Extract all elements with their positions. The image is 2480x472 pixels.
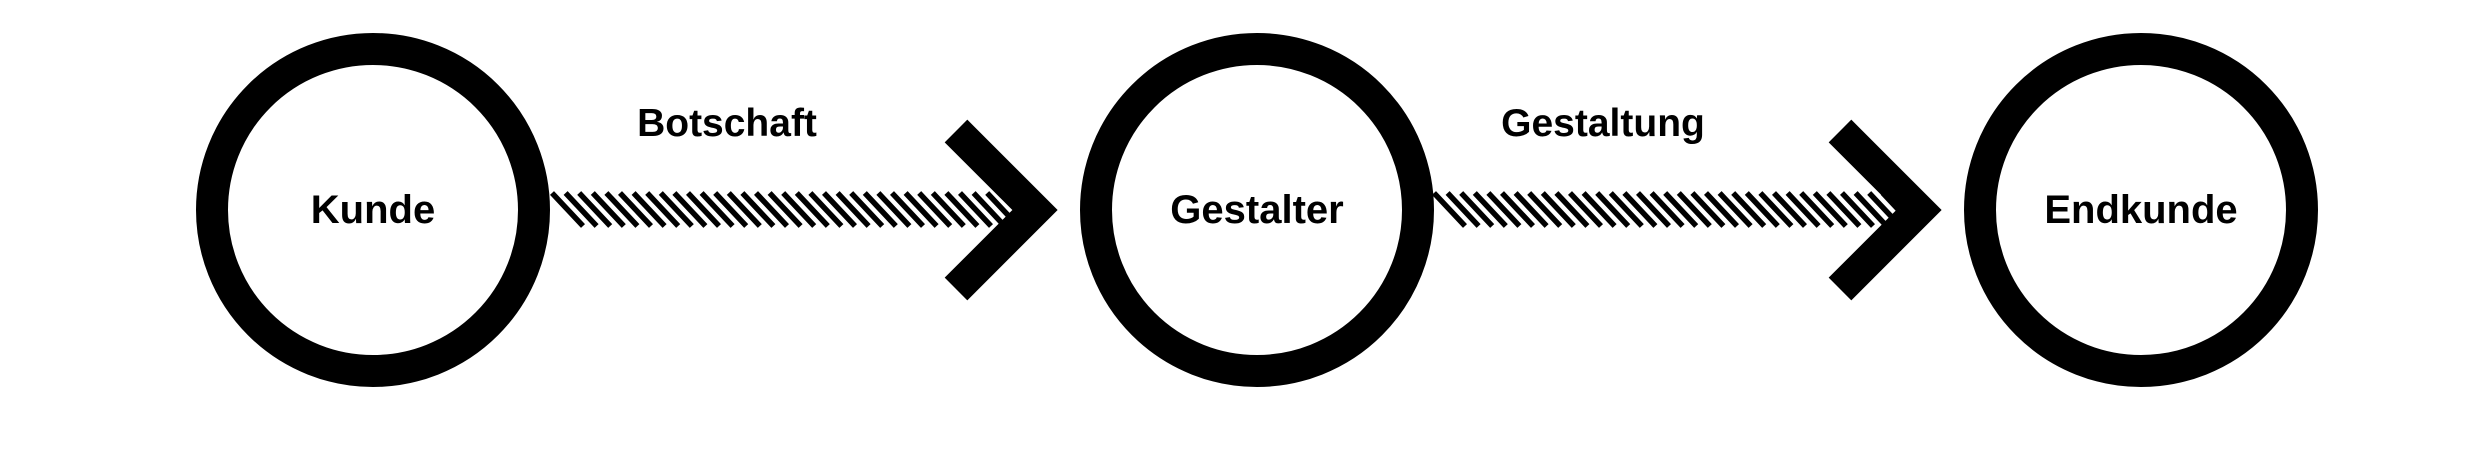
edge-kunde-gestalter-arrowhead	[944, 119, 1058, 301]
node-endkunde-circle	[1964, 33, 2318, 387]
edge-gestalter-endkunde-hatch-stripe	[1459, 191, 1495, 228]
edge-gestalter-endkunde-hatch-stripe	[1486, 191, 1522, 228]
edge-kunde-gestalter-hatch-stripe	[631, 191, 667, 228]
edge-gestalter-endkunde-hatch-stripe	[1758, 191, 1794, 228]
edge-kunde-gestalter-hatch-stripe	[767, 191, 803, 228]
edge-kunde-gestalter-hatch-stripe	[971, 191, 1007, 228]
edge-kunde-gestalter-hatch	[549, 191, 1021, 228]
edge-kunde-gestalter-hatch-stripe	[917, 191, 953, 228]
edge-gestalter-endkunde-hatch-stripe	[1839, 191, 1876, 228]
edge-kunde-gestalter-hatch-stripe	[808, 191, 844, 228]
edge-kunde-gestalter-hatch-stripe	[849, 191, 885, 228]
edge-kunde-gestalter-hatch-stripe	[604, 191, 640, 228]
edge-kunde-gestalter-hatch-stripe	[835, 191, 871, 228]
edge-kunde-gestalter-hatch-stripe	[781, 191, 817, 228]
edge-gestalter-endkunde-hatch-stripe	[1431, 191, 1468, 228]
edge-gestalter-endkunde-hatch-stripe	[1554, 191, 1590, 228]
edge-kunde-gestalter-hatch-stripe	[563, 191, 599, 228]
edge-gestalter-endkunde-hatch-stripe	[1513, 191, 1549, 228]
edge-gestalter-endkunde-hatch-stripe	[1812, 191, 1848, 228]
edge-gestalter-endkunde-hatch-stripe	[1826, 191, 1862, 228]
edge-kunde-gestalter-hatch-stripe	[740, 191, 776, 228]
edge-gestalter-endkunde: Gestaltung	[1431, 102, 1942, 301]
edge-kunde-gestalter: Botschaft	[549, 102, 1058, 301]
edge-gestalter-endkunde-hatch-stripe	[1771, 191, 1808, 228]
node-kunde: Kunde	[196, 33, 550, 387]
edge-gestalter-endkunde-hatch-stripe	[1567, 191, 1604, 228]
edge-gestalter-endkunde-label: Gestaltung	[1501, 102, 1705, 145]
edge-kunde-gestalter-hatch-stripe	[617, 191, 654, 228]
edge-gestalter-endkunde-arrowhead	[1828, 119, 1942, 301]
edge-gestalter-endkunde-hatch-stripe	[1472, 191, 1508, 228]
edge-gestalter-endkunde-hatch-stripe	[1785, 191, 1821, 228]
edge-kunde-gestalter-label: Botschaft	[637, 102, 817, 145]
edge-kunde-gestalter-hatch-stripe	[957, 191, 994, 228]
edge-gestalter-endkunde-hatch-stripe	[1690, 191, 1726, 228]
edge-gestalter-endkunde-hatch-stripe	[1608, 191, 1644, 228]
edge-kunde-gestalter-hatch-stripe	[590, 191, 626, 228]
node-endkunde-label: Endkunde	[2044, 188, 2237, 232]
edge-gestalter-endkunde-hatch-stripe	[1717, 191, 1753, 228]
edge-gestalter-endkunde-hatch	[1431, 191, 1916, 228]
edge-gestalter-endkunde-hatch-stripe	[1581, 191, 1617, 228]
edge-gestalter-endkunde-hatch-stripe	[1445, 191, 1481, 228]
edge-gestalter-endkunde-hatch-stripe	[1703, 191, 1740, 228]
node-endkunde: Endkunde	[1964, 33, 2318, 387]
edge-kunde-gestalter-hatch-stripe	[549, 191, 586, 228]
edge-gestalter-endkunde-hatch-stripe	[1527, 191, 1563, 228]
edge-gestalter-endkunde-hatch-stripe	[1676, 191, 1712, 228]
edge-kunde-gestalter-hatch-stripe	[889, 191, 926, 228]
edge-kunde-gestalter-hatch-stripe	[672, 191, 708, 228]
edge-kunde-gestalter-hatch-stripe	[658, 191, 694, 228]
edge-gestalter-endkunde-hatch-stripe	[1649, 191, 1685, 228]
edge-kunde-gestalter-hatch-stripe	[685, 191, 722, 228]
edge-gestalter-endkunde-hatch-stripe	[1595, 191, 1631, 228]
edge-gestalter-endkunde-hatch-stripe	[1540, 191, 1576, 228]
edge-gestalter-endkunde-hatch-stripe	[1744, 191, 1780, 228]
edge-gestalter-endkunde-hatch-stripe	[1635, 191, 1672, 228]
edge-kunde-gestalter-hatch-stripe	[577, 191, 613, 228]
edge-kunde-gestalter-hatch-stripe	[930, 191, 966, 228]
edge-kunde-gestalter-hatch-stripe	[794, 191, 830, 228]
edge-gestalter-endkunde-hatch-stripe	[1663, 191, 1699, 228]
node-kunde-label: Kunde	[311, 188, 435, 232]
edge-gestalter-endkunde-hatch-stripe	[1731, 191, 1767, 228]
node-kunde-circle	[196, 33, 550, 387]
edge-gestalter-endkunde-hatch-stripe	[1499, 191, 1536, 228]
edge-kunde-gestalter-hatch-stripe	[713, 191, 749, 228]
edge-kunde-gestalter-hatch-stripe	[821, 191, 858, 228]
edge-kunde-gestalter-hatch-stripe	[645, 191, 681, 228]
edge-kunde-gestalter-hatch-stripe	[944, 191, 980, 228]
node-gestalter-circle	[1080, 33, 1434, 387]
edge-kunde-gestalter-hatch-stripe	[903, 191, 939, 228]
edge-gestalter-endkunde-hatch-stripe	[1799, 191, 1835, 228]
edge-kunde-gestalter-hatch-stripe	[726, 191, 762, 228]
edge-gestalter-endkunde-hatch-stripe	[1622, 191, 1658, 228]
edge-kunde-gestalter-hatch-stripe	[699, 191, 735, 228]
node-gestalter-label: Gestalter	[1170, 188, 1343, 232]
edge-kunde-gestalter-hatch-stripe	[753, 191, 790, 228]
edge-kunde-gestalter-hatch-stripe	[876, 191, 912, 228]
node-gestalter: Gestalter	[1080, 33, 1434, 387]
edge-kunde-gestalter-hatch-stripe	[862, 191, 898, 228]
edge-gestalter-endkunde-hatch-stripe	[1853, 191, 1889, 228]
